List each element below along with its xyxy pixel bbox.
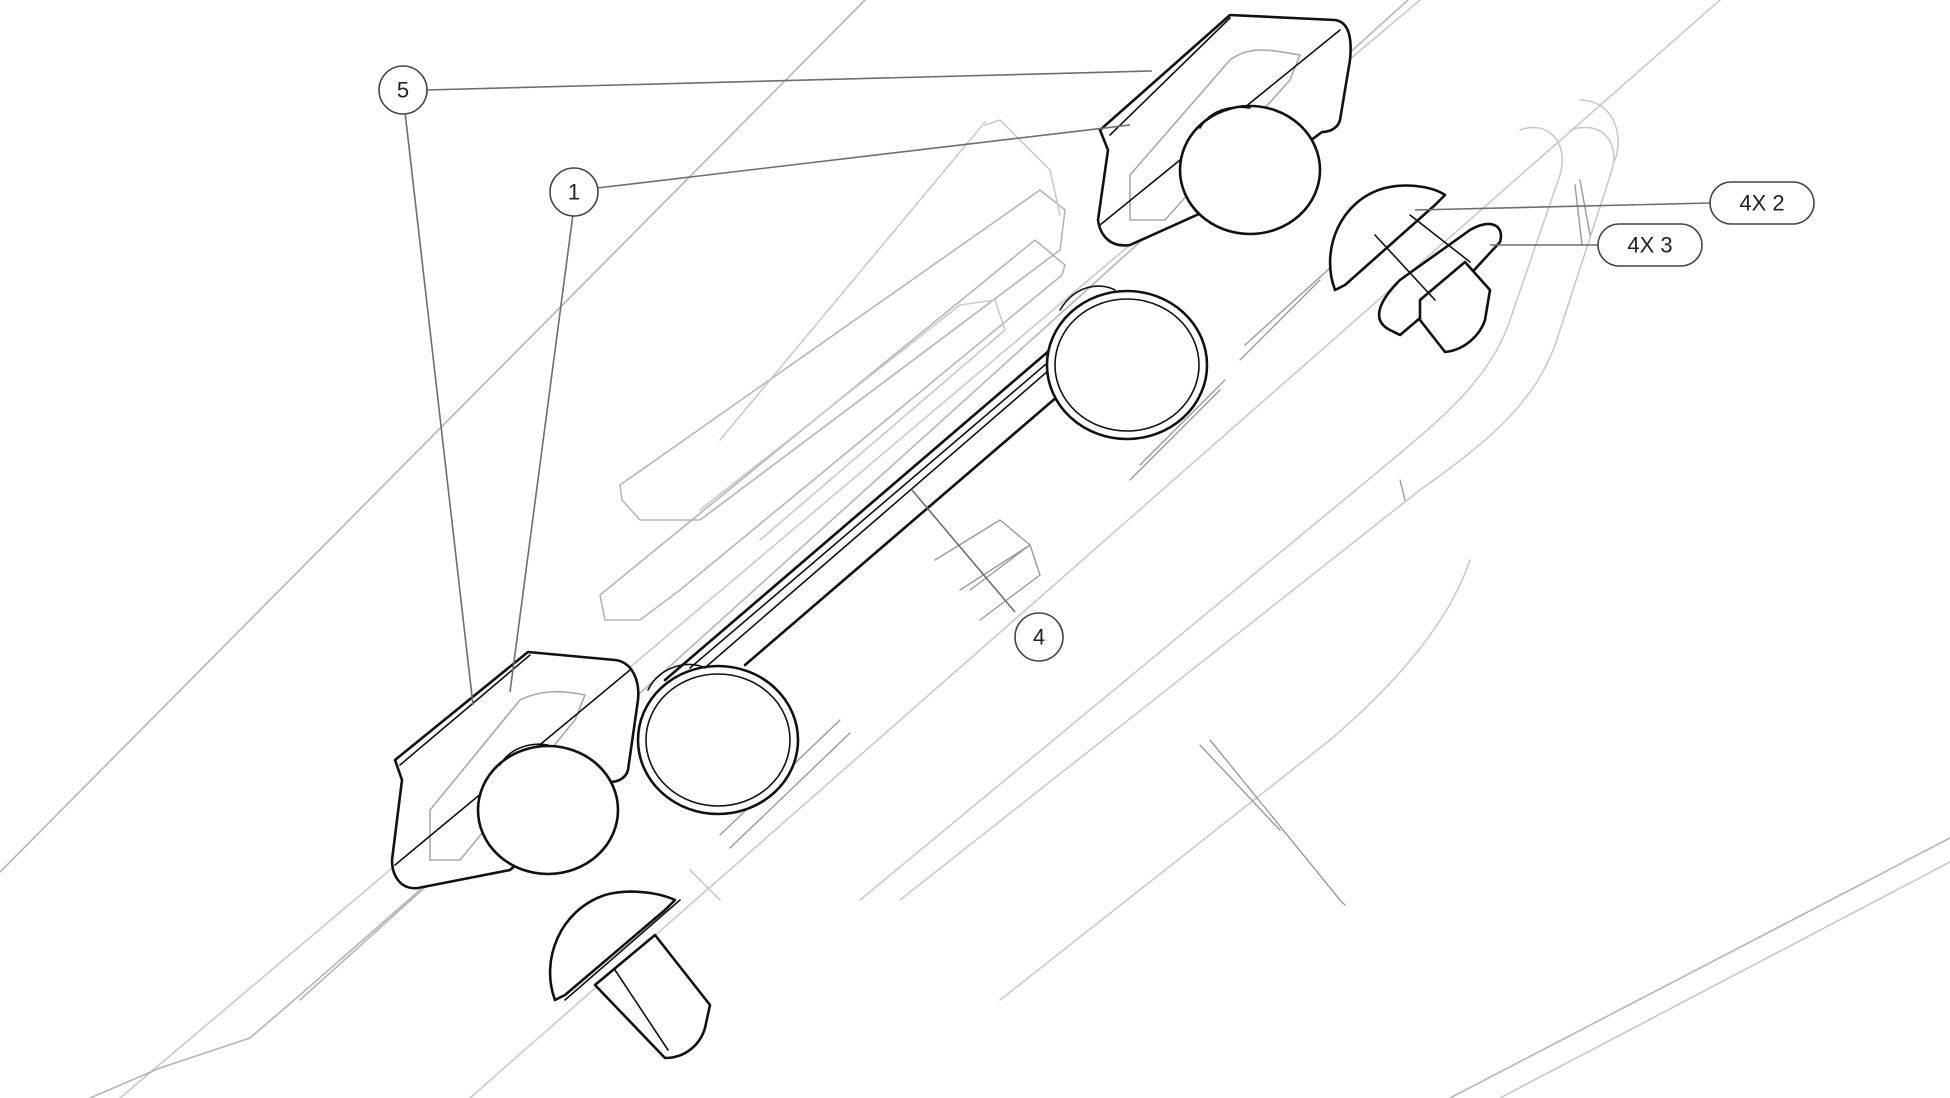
clip-lower: [390, 650, 640, 890]
callout-4: 4: [1014, 612, 1064, 662]
callout-2: 4X 2: [1709, 181, 1815, 225]
clip-upper: [1096, 13, 1352, 247]
rod-assembly: [636, 285, 1209, 816]
screw-lower: [548, 890, 712, 1060]
callout-3: 4X 3: [1597, 223, 1703, 267]
callout-4-label: 4: [1033, 625, 1045, 650]
callout-5-label: 5: [397, 78, 409, 103]
callout-2-label: 4X 2: [1739, 191, 1784, 216]
callout-3-label: 4X 3: [1627, 233, 1672, 258]
callout-1: 1: [549, 167, 599, 217]
screw-upper-right: [1328, 184, 1503, 354]
leader-lines: [404, 70, 1711, 706]
callout-1-label: 1: [568, 180, 580, 205]
callout-5: 5: [378, 65, 428, 115]
